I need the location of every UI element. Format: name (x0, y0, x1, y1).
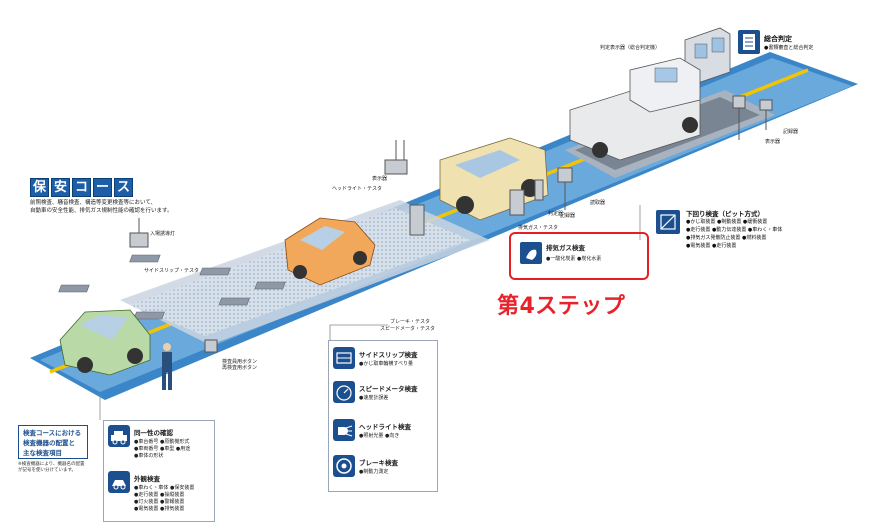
inspector-figure (162, 343, 172, 390)
exhaust-icon (520, 242, 542, 264)
label-judge: 判定器 (548, 211, 564, 217)
label-pit-reader: 表示器 (765, 139, 781, 145)
headlight-icon (333, 419, 355, 441)
orange-car-illustration (284, 217, 376, 286)
title-char: 保 (30, 178, 49, 197)
inspection-sideslip: サイドスリップ検査 ●かじ取車輪横すべり量 (333, 347, 418, 369)
label-remote: 検査員用ボタン 再検査用ボタン (222, 359, 258, 371)
sideslip-icon (333, 347, 355, 369)
label-reader: 読取器 (590, 200, 606, 206)
pit-item: ●排気ガス発散防止装置 ●燃料装置 (686, 235, 767, 241)
pit-item: ●走行装置 ●動力伝達装置 ●車わく・車体 (686, 227, 783, 233)
legend-line: 検査コースにおける (23, 429, 82, 437)
inspection-title: スピードメータ検査 (359, 385, 418, 393)
office-title: 総合判定 (764, 35, 792, 43)
inspection-title: サイドスリップ検査 (359, 351, 418, 359)
appearance-bullet: ●電気装置 ●排気装置 (134, 506, 185, 512)
identity-bullet: ●車両番号 ●車型 ●用途 (134, 446, 191, 452)
tester-devices (129, 95, 773, 353)
visual-check-panel: 同一性の確認 ●車台番号 ●原動機形式 ●車両番号 ●車型 ●用途 ●車体の形状… (103, 420, 215, 522)
appearance-bullet: ●車わく・車体 ●保安装置 (134, 485, 195, 491)
inspection-speedometer: スピードメータ検査 ●速度計誤差 (333, 381, 418, 403)
identity-bullet: ●車台番号 ●原動機形式 (134, 439, 190, 445)
label-brake-tester: ブレーキ・テスタ (390, 319, 431, 325)
pit-title: 下回り検査（ピット方式） (686, 210, 764, 218)
exhaust-bullet: ●一酸化炭素 (546, 256, 576, 262)
office-icon (738, 30, 760, 54)
label-speedometer-tester: スピードメータ・テスタ (380, 326, 436, 332)
label-pit-printer: 記録器 (783, 129, 799, 135)
label-entry-display: 入場誘導灯 (150, 231, 176, 237)
inspection-title: ブレーキ検査 (359, 459, 398, 467)
label-display: 表示器 (372, 176, 388, 182)
label-recorder: 記録器 (560, 213, 576, 219)
course-description: 前照検査、騒音検査、構造等変更検査等において、 自動車の安全性能、排気ガス規制性… (30, 199, 172, 215)
inspection-headlight: ヘッドライト検査 ●照射光量 ●向き (333, 419, 411, 441)
inspection-sub: ●速度計誤差 (359, 395, 389, 401)
green-car-illustration (59, 309, 151, 376)
appearance-bullet: ●走行装置 ●操縦装置 (134, 492, 185, 498)
legend-note: ※検査機器により、機器名の配置が記号を使い分けています。 (18, 462, 85, 473)
legend-box: 検査コースにおける 検査機器の配置と 主な検査項目 (18, 425, 88, 459)
exhaust-title: 排気ガス検査 (546, 244, 585, 252)
legend-line: 主な検査項目 (23, 449, 62, 457)
label-sideslip-tester: サイドスリップ・テスタ (144, 268, 200, 274)
pit-icon (656, 210, 680, 234)
inspection-brake: ブレーキ検査 ●制動力測定 (333, 455, 398, 477)
inspection-panel: サイドスリップ検査 ●かじ取車輪横すべり量 スピードメータ検査 ●速度計誤差 ヘッド… (328, 340, 438, 492)
car-id-icon (108, 425, 130, 447)
identity-bullet: ●車体の形状 (134, 453, 164, 459)
course-desc-line: 前照検査、騒音検査、構造等変更検査等において、 (30, 200, 157, 206)
step-label: 第4ステップ (497, 294, 626, 319)
appearance-title: 外観検査 (134, 475, 160, 483)
title-char: 安 (51, 178, 70, 197)
exhaust-bullet: ●炭化水素 (576, 256, 602, 262)
office-sub: ●書類審査と総合判定 (764, 45, 814, 51)
inspection-sub: ●かじ取車輪横すべり量 (359, 361, 414, 367)
label-headlight-tester: ヘッドライト・テスタ (332, 186, 383, 192)
appearance-bullet: ●灯火装置 ●警報装置 (134, 499, 185, 505)
label-exhaust-tester: 排気ガス・テスタ (518, 225, 559, 231)
label-operator-panel: 判定表示器（総合判定機） (600, 45, 661, 51)
brake-icon (333, 455, 355, 477)
identity-title: 同一性の確認 (134, 429, 173, 437)
identity-check: 同一性の確認 ●車台番号 ●原動機形式 ●車両番号 ●車型 ●用途 ●車体の形状 (108, 425, 190, 460)
appearance-check: 外観検査 ●車わく・車体 ●保安装置 ●走行装置 ●操縦装置 ●灯火装置 ●警報… (108, 471, 194, 513)
title-char: コ (72, 178, 91, 197)
truck-illustration (569, 57, 701, 161)
inspection-sub: ●照射光量 ●向き (359, 433, 400, 439)
pit-item: ●かじ取装置 ●制動装置 ●緩衝装置 (686, 219, 768, 225)
legend-line: 検査機器の配置と (23, 439, 75, 447)
speedometer-icon (333, 381, 355, 403)
inspection-title: ヘッドライト検査 (359, 423, 411, 431)
pit-list: ●かじ取装置 ●制動装置 ●緩衝装置 ●走行装置 ●動力伝達装置 ●車わく・車体… (686, 218, 796, 250)
pit-item: ●電気装置 ●走行装置 (686, 243, 737, 249)
exhaust-bullets: ●一酸化炭素 ●炭化水素 (546, 256, 602, 263)
course-desc-line: 自動車の安全性能、排気ガス規制性能の確認を行います。 (30, 208, 173, 214)
inspection-sub: ●制動力測定 (359, 469, 389, 475)
title-char: ー (93, 178, 112, 197)
title-char: ス (114, 178, 133, 197)
course-title: 保 安 コ ー ス (30, 178, 133, 197)
exhaust-highlight-box (509, 232, 649, 280)
car-exterior-icon (108, 471, 130, 493)
